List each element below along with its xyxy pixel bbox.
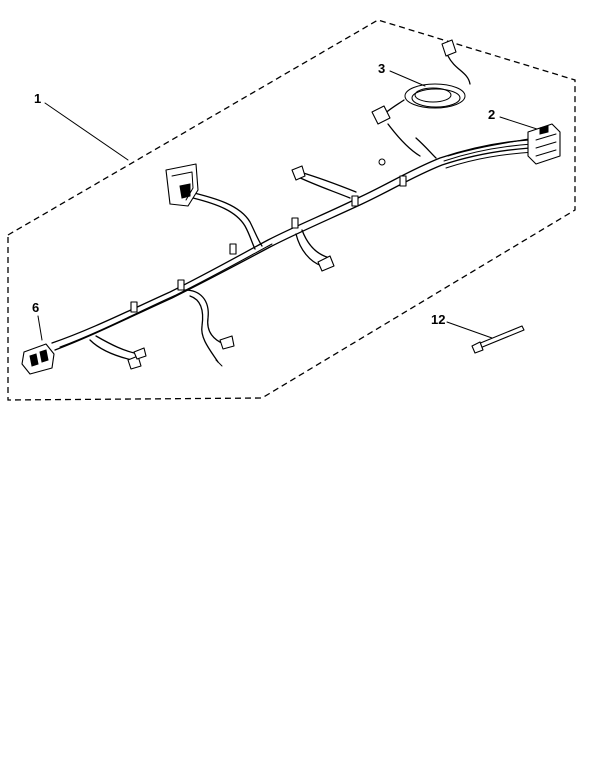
callout-3-leader [389, 70, 426, 87]
lower-left-branch [184, 289, 235, 367]
upper-sensor-branch [291, 165, 357, 199]
bracket-branch [165, 163, 263, 250]
left-terminal-branch [89, 335, 147, 370]
middle-branch [295, 229, 335, 272]
callout-6-leader [37, 315, 43, 341]
callout-1-label: 1 [34, 91, 41, 106]
cable-tie-part [471, 325, 525, 354]
terminal-plug-part [21, 343, 55, 375]
callout-2-label: 2 [488, 107, 495, 122]
harness-clips [130, 175, 407, 313]
callout-3-label: 3 [378, 61, 385, 76]
callout-1-leader [44, 102, 129, 161]
callout-12-leader [446, 321, 493, 339]
kit-boundary [7, 19, 576, 401]
ground-coil-part [371, 39, 471, 166]
callout-6-label: 6 [32, 300, 39, 315]
connector-block-part [527, 123, 561, 165]
callout-12-label: 12 [431, 312, 445, 327]
callout-2-leader [499, 116, 541, 131]
